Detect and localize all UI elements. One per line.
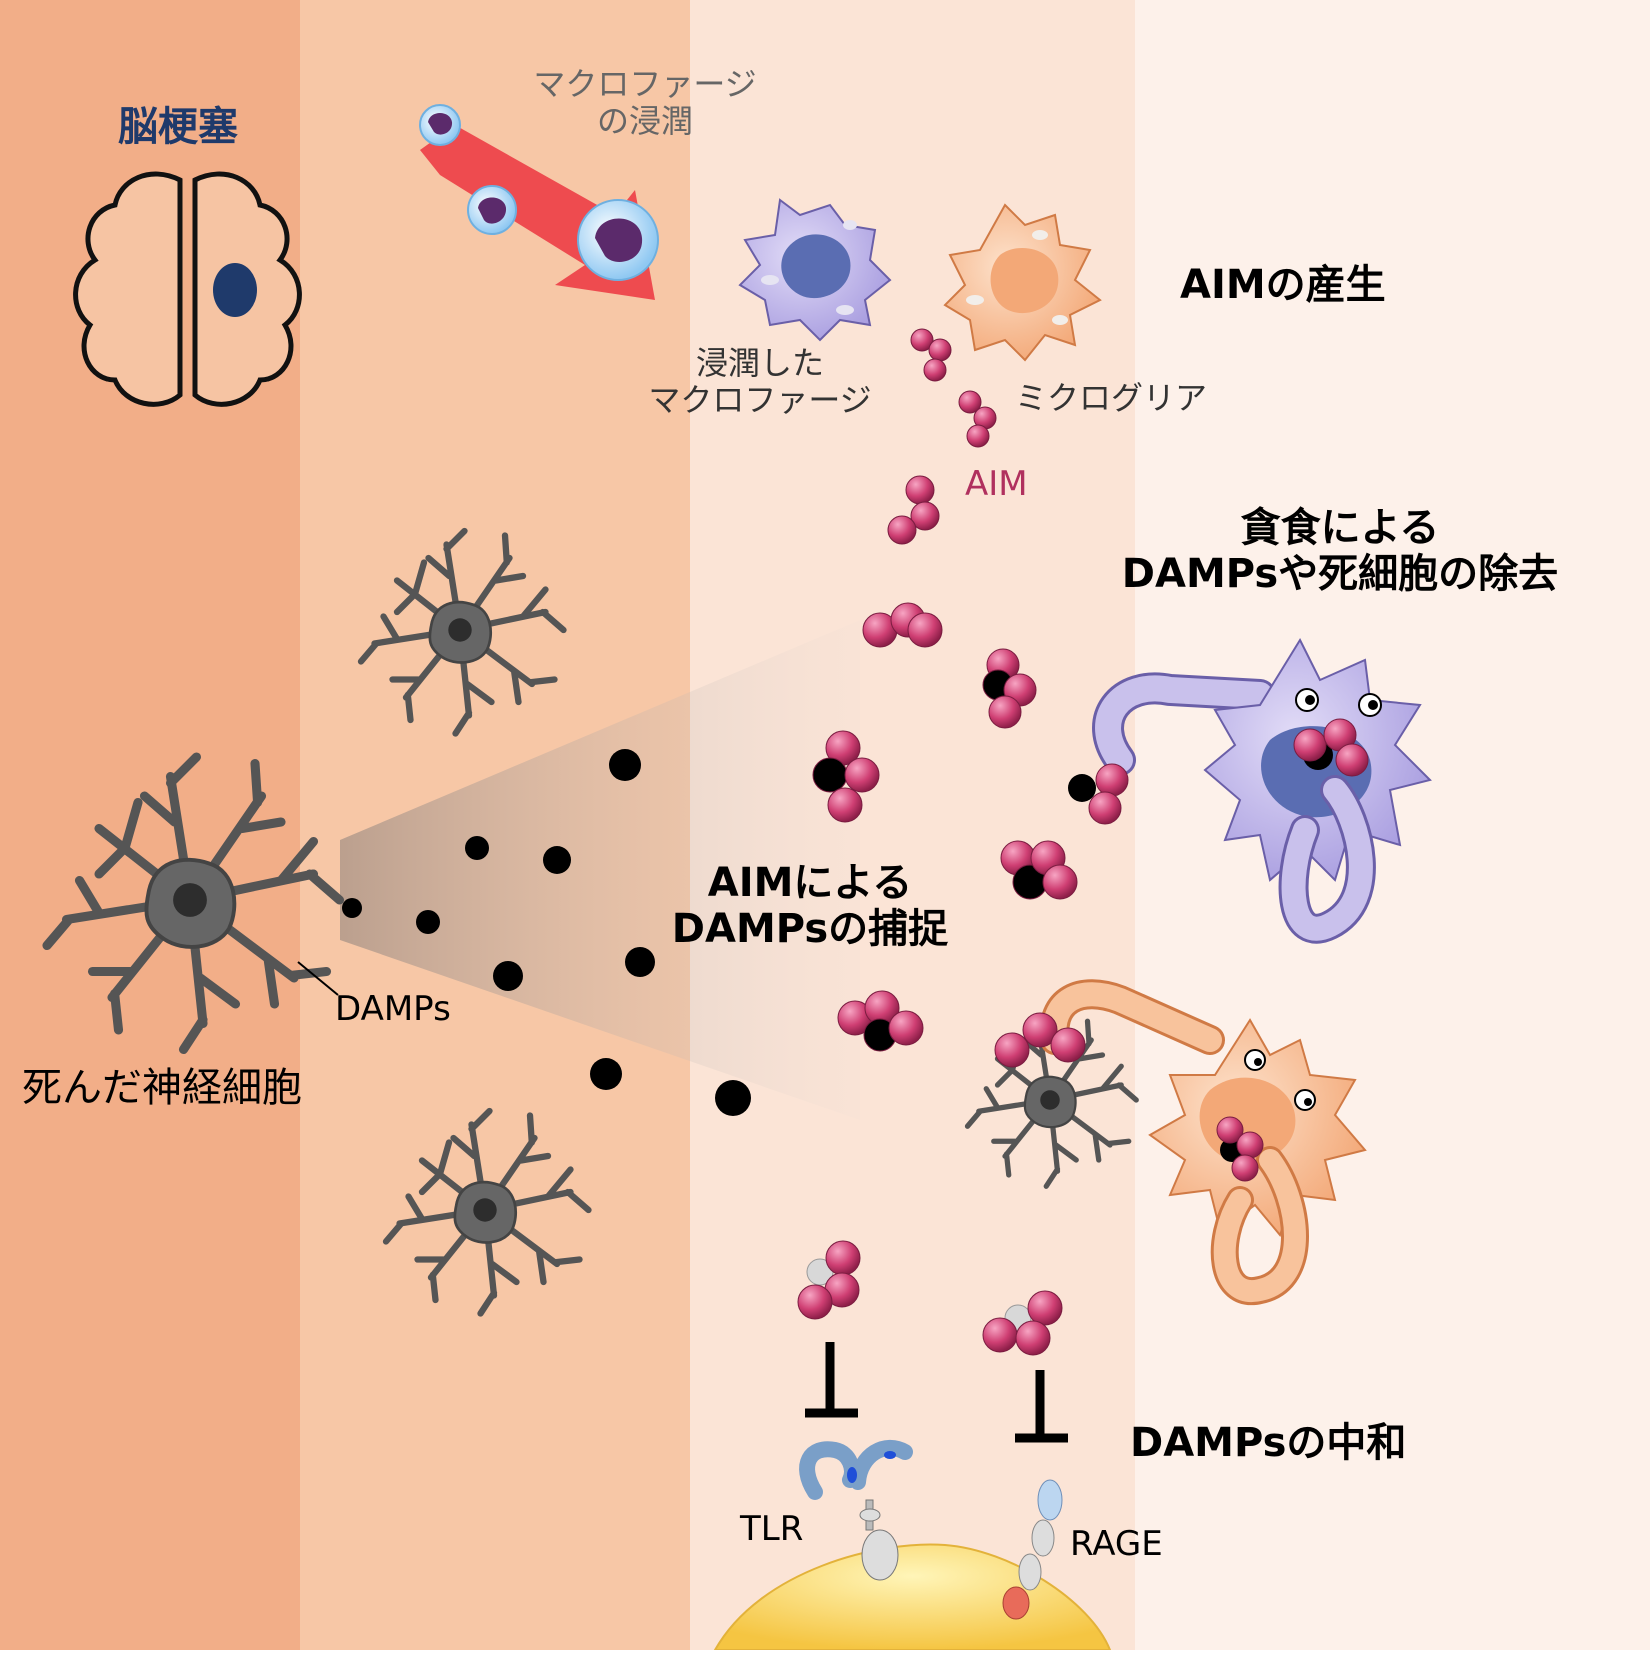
- aim-molecule-icon: [887, 328, 997, 545]
- aim-label: AIM: [965, 464, 1028, 504]
- infarct-spot: [213, 263, 257, 317]
- rage-label: RAGE: [1070, 1524, 1163, 1564]
- infiltrated-label-line1: 浸潤した: [695, 344, 824, 382]
- rage-receptor-icon: [1002, 1479, 1063, 1620]
- macrophage-small-icon: [419, 104, 659, 281]
- capture-label-line1: AIMによる: [707, 860, 913, 906]
- damps-label: DAMPs: [335, 989, 451, 1029]
- inhibition-icon: [805, 1342, 1068, 1443]
- infiltration-label-line2: の浸潤: [596, 101, 693, 140]
- brain-icon: [73, 171, 302, 407]
- neutralization-label: DAMPsの中和: [1130, 1420, 1407, 1466]
- aim-production-label: AIMの産生: [1180, 262, 1386, 308]
- infiltration-label-line1: マクロファージ: [533, 65, 757, 103]
- tlr-receptor-icon: [799, 1439, 913, 1581]
- infiltrated-macrophage-label: 浸潤した マクロファージ: [625, 345, 895, 419]
- cell-membrane-icon: [713, 1543, 1112, 1651]
- phagocytic-macrophage-icon: [1068, 637, 1432, 944]
- phagocytosis-label-line2: DAMPsや死細胞の除去: [1121, 551, 1559, 597]
- infiltrated-label-line2: マクロファージ: [648, 380, 872, 419]
- microglia-label: ミクログリア: [1015, 379, 1208, 417]
- damp-particle-icon: [342, 749, 751, 1116]
- phagocytosis-label: 貪食による DAMPsや死細胞の除去: [1060, 505, 1620, 597]
- infiltration-label: マクロファージ の浸潤: [505, 66, 785, 140]
- capture-label-line2: DAMPsの捕捉: [671, 906, 949, 952]
- phagocytic-microglia-icon: [994, 979, 1367, 1305]
- infiltration-arrow-icon: [419, 104, 659, 300]
- tlr-label: TLR: [740, 1509, 804, 1549]
- dead-neuron-label: 死んだ神経細胞: [22, 1065, 302, 1111]
- phagocytosis-label-line1: 貪食による: [1240, 505, 1440, 551]
- microglia-icon: [943, 203, 1102, 362]
- capture-label: AIMによる DAMPsの捕捉: [640, 860, 980, 952]
- damp-release-cone: [340, 620, 860, 1120]
- aim-damp-complex-icon: [812, 602, 1078, 1052]
- damps-leader-line: [297, 961, 339, 996]
- aim-neutralizing-complex-icon: [797, 1240, 1063, 1356]
- stroke-title: 脳梗塞: [118, 104, 238, 150]
- macrophage-icon: [738, 198, 892, 342]
